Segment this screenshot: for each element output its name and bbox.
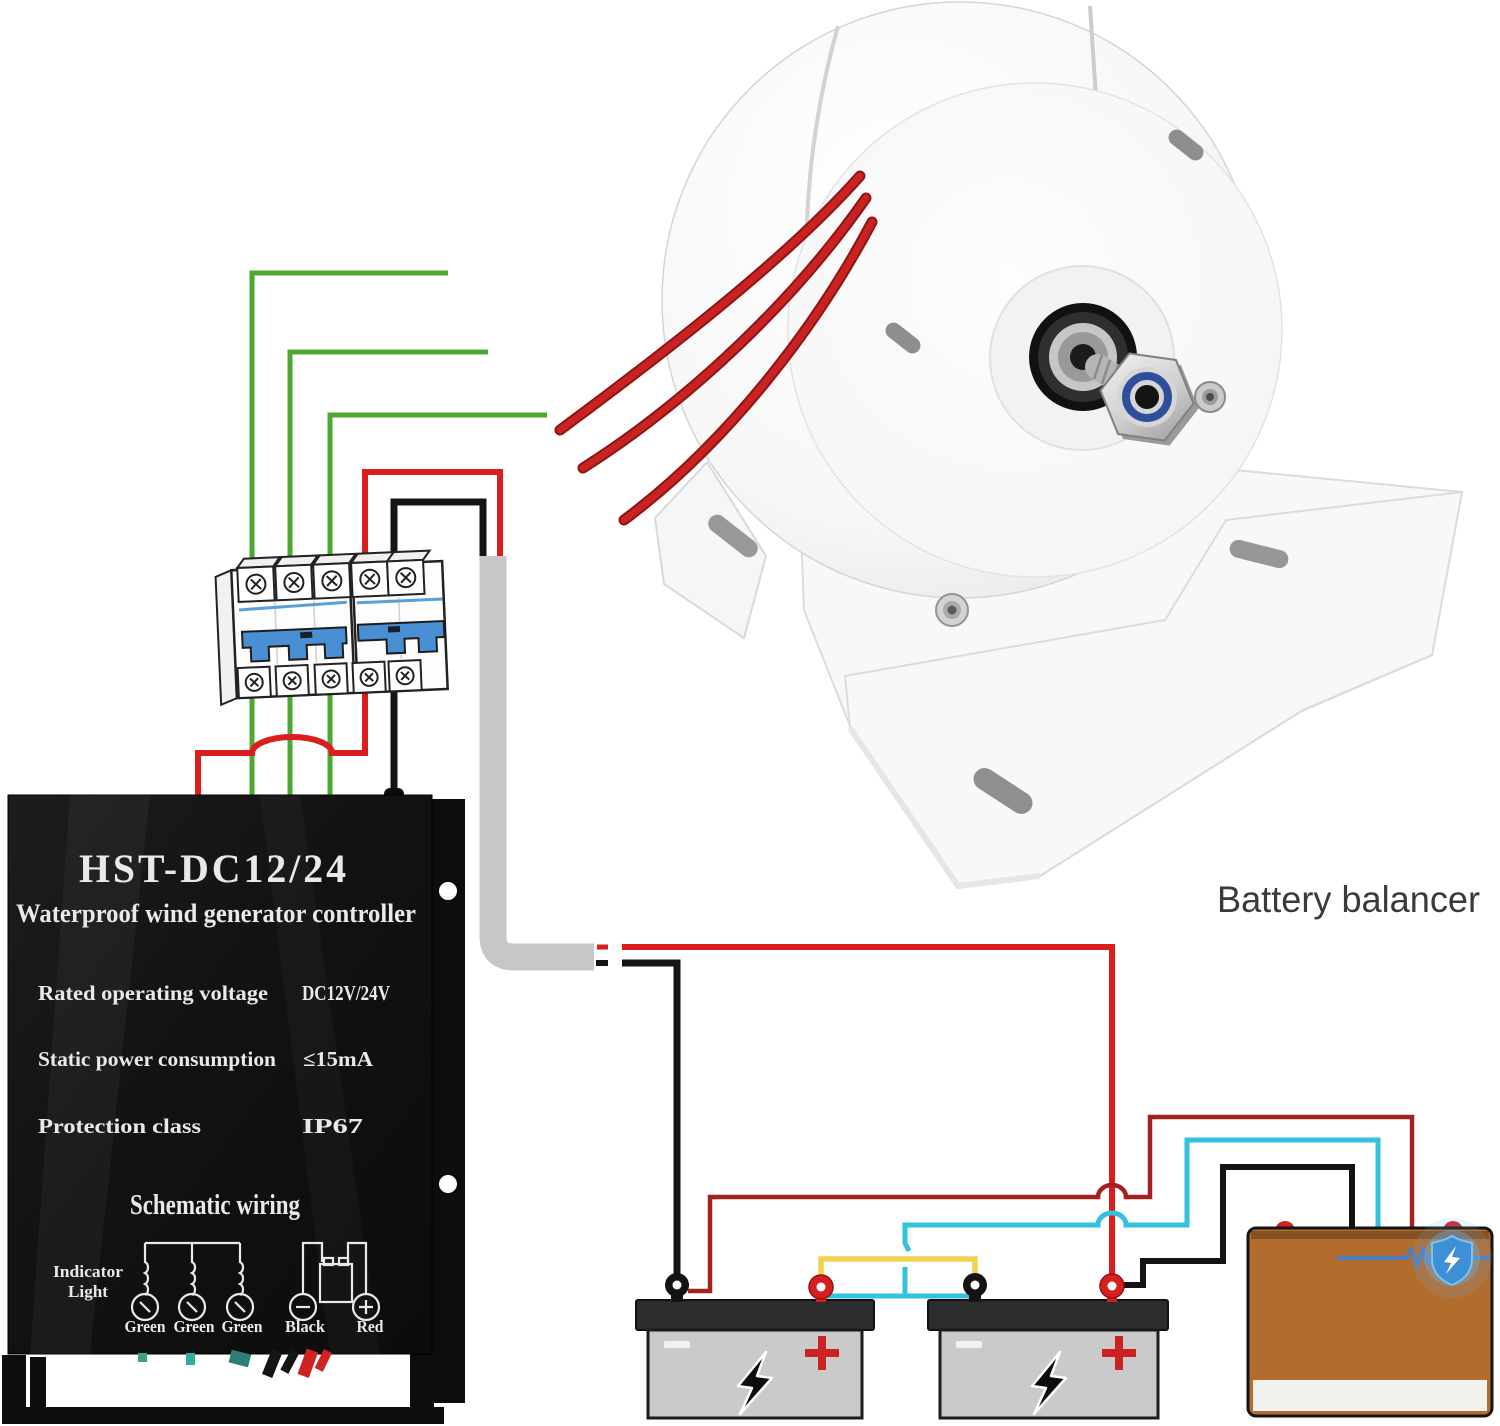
balancer-bottom-strip	[1253, 1380, 1487, 1411]
bracket-right-slot	[1229, 539, 1289, 569]
mount-hole-bottom	[439, 1175, 457, 1193]
indicator-label-line2: Light	[68, 1282, 109, 1301]
spec-value-voltage: DC12V/24V	[302, 981, 390, 1005]
indicator-label-line1: Indicator	[53, 1262, 123, 1281]
spec-name-protection: Protection class	[38, 1114, 201, 1138]
breaker-blue-line-2	[356, 597, 443, 605]
battery2-plus-sign	[1102, 1336, 1136, 1370]
balancer-box	[1246, 1226, 1494, 1418]
black-jumper-breaker-to-cable	[390, 498, 487, 578]
terminal-label-red: Red	[357, 1317, 384, 1336]
spec-value-power: ≤15mA	[303, 1047, 374, 1071]
yellow-link-battery1-battery2	[818, 1256, 978, 1291]
battery1-cap	[635, 1299, 875, 1331]
terminal-label-green2: Green	[174, 1317, 215, 1336]
terminal-label-green3: Green	[222, 1317, 263, 1336]
balancer-bolt-icon	[1444, 1246, 1460, 1274]
controller: HST-DC12/24 Waterproof wind generator co…	[2, 794, 465, 1424]
schematic-title: Schematic wiring	[130, 1190, 300, 1221]
breaker-bottom-terminals	[236, 659, 423, 700]
face-slot-hole-top	[1168, 129, 1204, 161]
mount-hole-top	[439, 882, 457, 900]
controller-model: HST-DC12/24	[79, 846, 349, 891]
wind-generator	[554, 1, 1464, 890]
schematic-drawing	[130, 1241, 381, 1322]
red-wire-to-battery2-positive	[622, 944, 1115, 1280]
controller-title: Waterproof wind generator controller	[16, 899, 416, 928]
controller-bottom-bar	[24, 1407, 444, 1424]
battery1-plus-sign	[805, 1336, 839, 1370]
nut-nylon-ring	[1122, 372, 1172, 422]
battery2-minus-sign	[956, 1341, 982, 1348]
controller-box	[7, 794, 433, 1355]
battery-balancer-caption: Battery balancer	[1217, 879, 1480, 920]
battery-2	[927, 1299, 1169, 1420]
black-wire-to-battery1-negative	[622, 959, 681, 1278]
face-slot-hole-left	[885, 322, 921, 354]
battery1-minus-sign	[664, 1341, 690, 1348]
battery2-cap	[927, 1299, 1169, 1331]
circuit-breakers	[214, 549, 449, 707]
spec-name-power: Static power consumption	[38, 1047, 276, 1071]
red-jumper-breaker-to-cable	[362, 469, 503, 578]
darkred-wire-battery1-to-balancer	[688, 1114, 1415, 1294]
controller-output-wire-stubs	[138, 1348, 333, 1379]
black-wire-battery2-to-balancer	[1122, 1164, 1355, 1288]
terminal-label-green1: Green	[125, 1317, 166, 1336]
breaker-3pole-handle	[240, 626, 348, 663]
cyan-wire-midpoint-to-balancer-b	[902, 1137, 1381, 1253]
spec-name-voltage: Rated operating voltage	[38, 981, 268, 1005]
spec-value-protection: IP67	[302, 1114, 363, 1138]
bracket-front-slot	[973, 768, 1033, 814]
controller-left-leg	[2, 1355, 26, 1424]
breaker-2pole-handle	[356, 619, 446, 655]
bracket-left-slot	[708, 514, 758, 558]
red-wire-breaker-to-controller	[195, 682, 368, 800]
battery-balancer	[1246, 1218, 1494, 1418]
generator-red-wires	[554, 170, 878, 526]
bracket-left-foot	[653, 460, 768, 640]
breaker-top-terminals	[235, 549, 432, 603]
battery1-bolt-icon	[736, 1350, 774, 1416]
terminal-label-black: Black	[285, 1317, 326, 1336]
battery2-bolt-icon	[1030, 1350, 1068, 1416]
battery-1	[635, 1299, 875, 1420]
gray-battery-cable	[479, 556, 594, 971]
breaker-blue-line-1	[238, 600, 347, 612]
ring-terminals	[665, 1273, 1125, 1302]
